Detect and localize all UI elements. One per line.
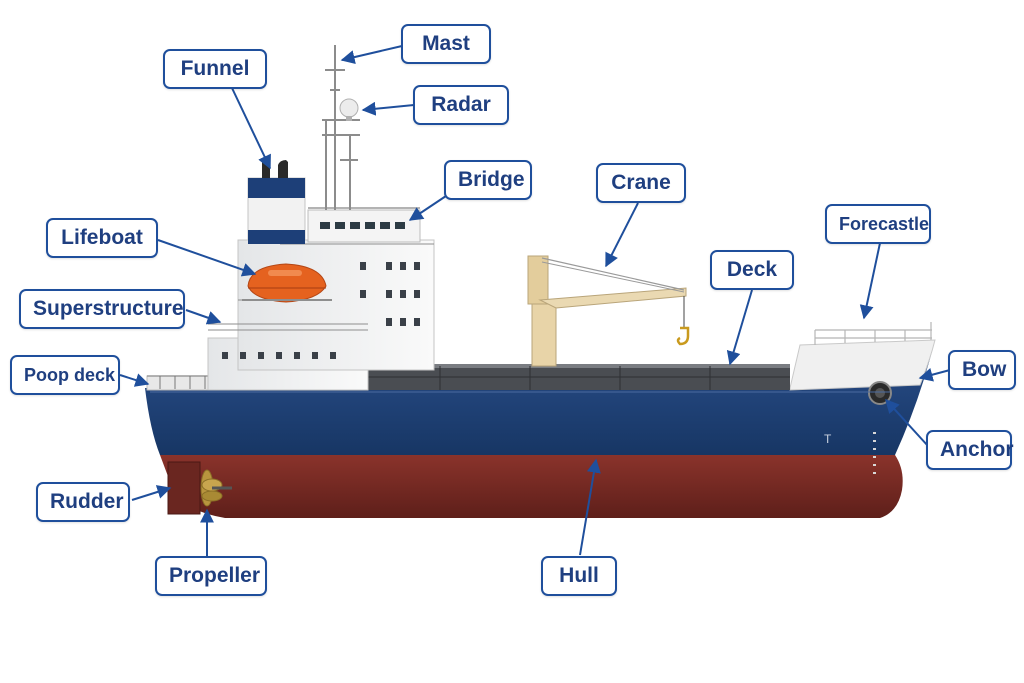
crane xyxy=(527,255,690,367)
propeller-icon xyxy=(200,469,232,507)
mast xyxy=(322,45,360,210)
label-crane: Crane xyxy=(596,163,686,203)
label-funnel: Funnel xyxy=(163,49,267,89)
label-rudder: Rudder xyxy=(36,482,130,522)
label-hull: Hull xyxy=(541,556,617,596)
leader-hull xyxy=(579,458,601,556)
leader-poop-deck xyxy=(119,373,150,387)
leader-radar xyxy=(361,101,415,116)
lifeboat-icon xyxy=(242,263,332,303)
leader-bow xyxy=(918,367,951,382)
label-poop-deck: Poop deck xyxy=(10,355,120,395)
leader-deck xyxy=(726,289,753,366)
label-forecastle: Forecastle xyxy=(825,204,931,244)
bridge-windows xyxy=(320,222,405,229)
label-radar: Radar xyxy=(413,85,509,125)
draft-marks xyxy=(873,432,876,474)
leader-bridge xyxy=(408,195,447,221)
leader-funnel xyxy=(231,87,271,170)
label-bridge: Bridge xyxy=(444,160,532,200)
forecastle-bow xyxy=(789,339,936,391)
leader-lines xyxy=(119,45,951,556)
leader-anchor xyxy=(885,398,929,447)
leader-rudder xyxy=(131,485,172,501)
leader-lifeboat xyxy=(157,239,257,277)
anchor-icon xyxy=(868,381,892,405)
label-bow: Bow xyxy=(948,350,1016,390)
label-mast: Mast xyxy=(401,24,491,64)
hull-upper xyxy=(145,340,935,455)
label-superstructure: Superstructure xyxy=(19,289,185,329)
rudder xyxy=(167,461,201,515)
hull-lower xyxy=(160,455,903,518)
leader-forecastle xyxy=(859,242,881,320)
funnel xyxy=(247,156,306,244)
label-anchor: Anchor xyxy=(926,430,1014,470)
label-propeller: Propeller xyxy=(155,556,267,596)
forecastle-railing xyxy=(814,322,932,345)
label-lifeboat: Lifeboat xyxy=(46,218,158,258)
leader-mast xyxy=(340,45,403,64)
label-deck: Deck xyxy=(710,250,794,290)
superstructure-windows xyxy=(222,262,420,359)
leader-superstructure xyxy=(185,309,222,325)
superstructure-tower xyxy=(237,239,435,371)
leader-crane xyxy=(605,202,639,268)
radar-icon xyxy=(339,98,359,121)
hull-marking: T xyxy=(824,432,832,446)
